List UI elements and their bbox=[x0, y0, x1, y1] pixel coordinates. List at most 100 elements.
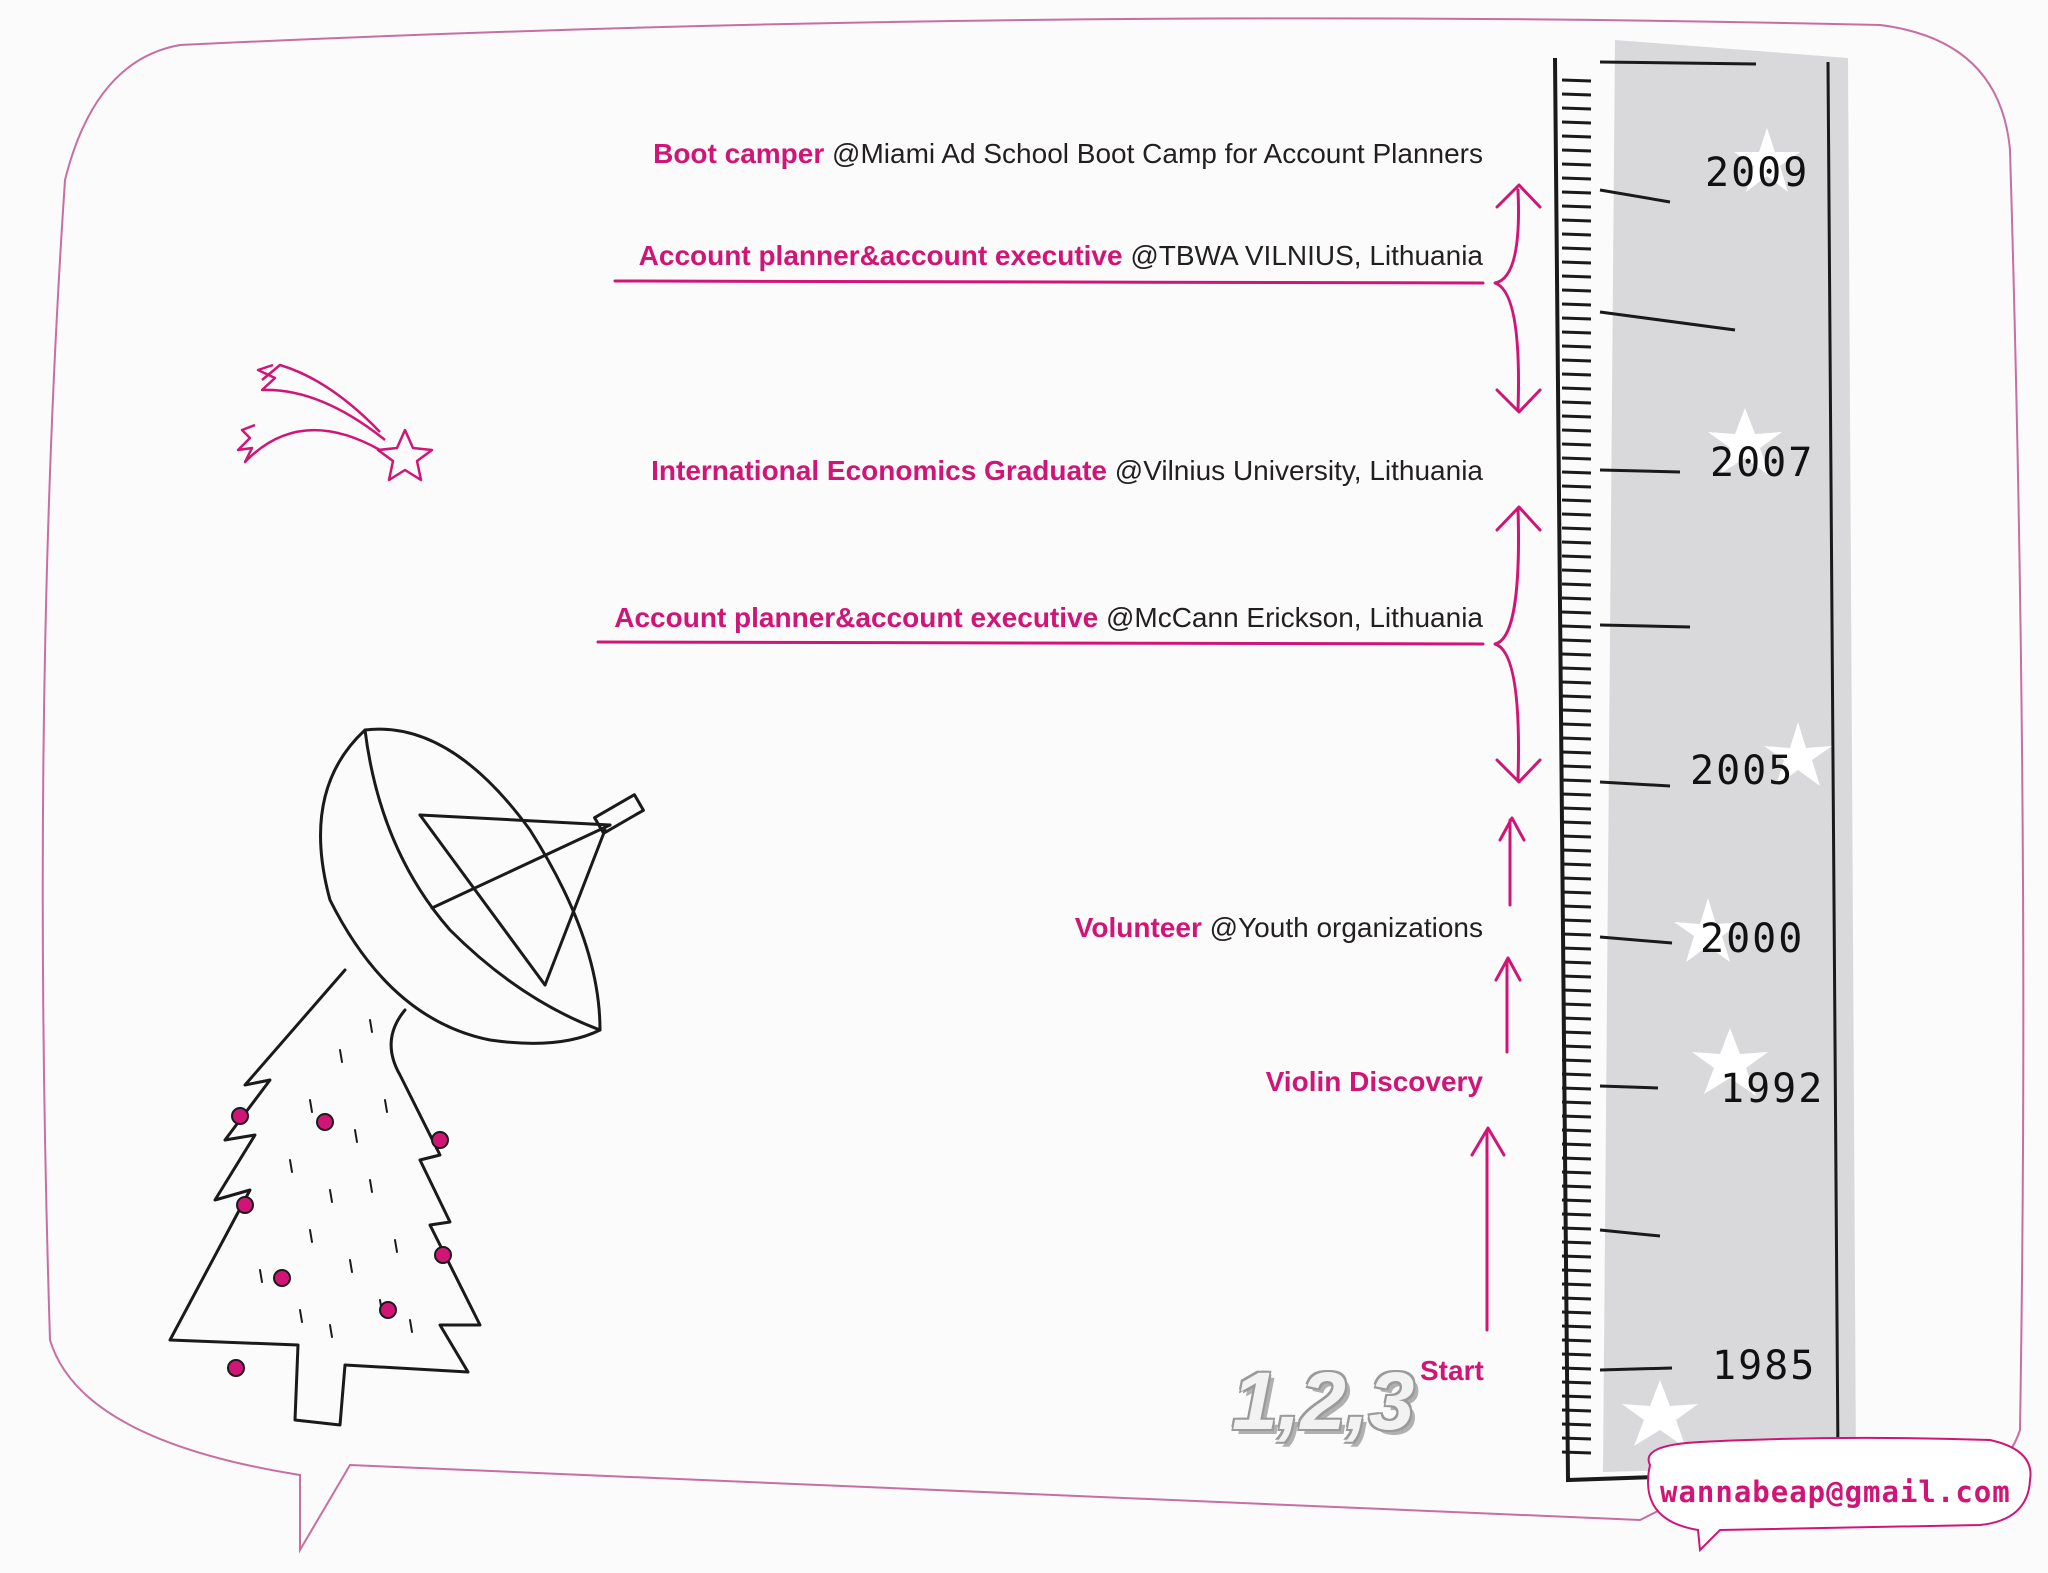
ruler-tick bbox=[1561, 876, 1592, 881]
ruler-tick bbox=[1561, 946, 1592, 951]
ruler-tick bbox=[1561, 1044, 1592, 1049]
ruler-tick bbox=[1561, 442, 1592, 447]
ruler-tick bbox=[1561, 1422, 1592, 1427]
ruler-tick bbox=[1561, 988, 1592, 993]
ruler-tick bbox=[1561, 624, 1592, 629]
ruler-tick bbox=[1561, 106, 1592, 111]
ruler-tick bbox=[1561, 904, 1592, 909]
ruler-tick bbox=[1561, 960, 1592, 965]
entry-org: @Vilnius University, Lithuania bbox=[1106, 455, 1483, 486]
ruler-tick bbox=[1561, 1114, 1592, 1119]
ruler-tick bbox=[1561, 330, 1592, 335]
email-bubble bbox=[1647, 1436, 2032, 1553]
ruler-tick bbox=[1561, 316, 1592, 321]
ruler-tick bbox=[1561, 428, 1592, 433]
ruler-tick bbox=[1561, 1282, 1592, 1287]
ruler-tick bbox=[1561, 540, 1592, 545]
ruler-tick bbox=[1561, 1436, 1592, 1441]
ruler-tick bbox=[1561, 512, 1592, 517]
ruler-tick bbox=[1561, 92, 1592, 97]
speech-bubble-frame bbox=[41, 17, 2025, 1554]
ruler-tick bbox=[1561, 78, 1592, 83]
ruler-tick bbox=[1561, 1226, 1592, 1231]
ruler-tick bbox=[1561, 148, 1592, 153]
ruler bbox=[1553, 40, 1863, 1483]
ruler-tick bbox=[1561, 1002, 1592, 1007]
ruler-tick bbox=[1561, 358, 1592, 363]
ruler-tick bbox=[1561, 120, 1592, 125]
ruler-tick bbox=[1561, 1366, 1592, 1371]
ruler-tick bbox=[1561, 1156, 1592, 1161]
ruler-tick bbox=[1561, 260, 1592, 265]
ruler-tick bbox=[1561, 652, 1592, 657]
entry-org: @TBWA VILNIUS, Lithuania bbox=[1122, 240, 1483, 271]
ruler-tick bbox=[1561, 1310, 1592, 1315]
ruler-tick bbox=[1561, 974, 1592, 979]
ruler-tick bbox=[1561, 176, 1592, 181]
timeline-entry-university: International Economics Graduate @Vilniu… bbox=[651, 455, 1483, 487]
timeline-entry-tbwa: Account planner&account executive @TBWA … bbox=[639, 240, 1483, 272]
ruler-tick bbox=[1561, 806, 1592, 811]
ruler-tick bbox=[1561, 386, 1592, 391]
entry-role: Boot camper bbox=[653, 138, 825, 169]
ruler-tick bbox=[1561, 932, 1592, 937]
ruler-tick bbox=[1561, 820, 1592, 825]
ruler-tick bbox=[1561, 1450, 1592, 1455]
ruler-tick bbox=[1561, 582, 1592, 587]
ruler-tick bbox=[1561, 610, 1592, 615]
ruler-tick bbox=[1561, 1352, 1592, 1357]
ruler-tick bbox=[1561, 1394, 1592, 1399]
ruler-tick bbox=[1561, 568, 1592, 573]
ruler-tick bbox=[1561, 190, 1592, 195]
ruler-tick bbox=[1561, 680, 1592, 685]
ruler-tick bbox=[1561, 1016, 1592, 1021]
satellite-tree-drawing bbox=[168, 727, 645, 1427]
ruler-tick bbox=[1561, 1170, 1592, 1175]
ruler-tick bbox=[1561, 414, 1592, 419]
ruler-tick bbox=[1561, 274, 1592, 279]
entry-role: Account planner&account executive bbox=[614, 602, 1099, 633]
email-link[interactable]: wannabeap@gmail.com bbox=[1660, 1475, 2011, 1509]
entry-role: Violin Discovery bbox=[1265, 1066, 1483, 1097]
ruler-tick bbox=[1561, 1072, 1592, 1077]
ruler-tick bbox=[1561, 1254, 1592, 1259]
ruler-tick bbox=[1561, 162, 1592, 167]
ruler-tick bbox=[1561, 1268, 1592, 1273]
year-label: 2000 bbox=[1700, 916, 1805, 962]
ruler-tick bbox=[1561, 1100, 1592, 1105]
ruler-tick bbox=[1561, 834, 1592, 839]
ruler-tick bbox=[1561, 1212, 1592, 1217]
ruler-tick bbox=[1561, 1058, 1592, 1063]
ruler-tick bbox=[1561, 1338, 1592, 1343]
ruler-tick bbox=[1561, 722, 1592, 727]
ruler-tick bbox=[1561, 456, 1592, 461]
timeline-entry-violin: Violin Discovery bbox=[1266, 1066, 1483, 1098]
ruler-tick bbox=[1561, 1380, 1592, 1385]
entry-org: @Youth organizations bbox=[1201, 912, 1483, 943]
ruler-tick bbox=[1561, 134, 1592, 139]
counter-graphic: 1,2,3 bbox=[1232, 1356, 1415, 1447]
shooting-star-icon bbox=[236, 363, 434, 482]
entry-role: International Economics Graduate bbox=[651, 455, 1107, 486]
tree-ornaments bbox=[227, 1107, 452, 1377]
ruler-tick bbox=[1561, 792, 1592, 797]
ruler-tick bbox=[1561, 372, 1592, 377]
entry-org: @McCann Erickson, Lithuania bbox=[1098, 602, 1483, 633]
entry-role: Account planner&account executive bbox=[638, 240, 1123, 271]
ruler-tick bbox=[1561, 526, 1592, 531]
ruler-tick bbox=[1561, 764, 1592, 769]
ruler-tick bbox=[1561, 1240, 1592, 1245]
year-label: 1985 bbox=[1712, 1343, 1817, 1389]
ruler-tick bbox=[1561, 1408, 1592, 1413]
timeline-entry-bootcamp: Boot camper @Miami Ad School Boot Camp f… bbox=[653, 138, 1483, 170]
ruler-tick bbox=[1561, 288, 1592, 293]
ruler-tick bbox=[1561, 1184, 1592, 1189]
ruler-tick bbox=[1561, 1086, 1592, 1091]
ruler-tick bbox=[1561, 232, 1592, 237]
ruler-tick bbox=[1561, 736, 1592, 741]
ruler-tick bbox=[1561, 302, 1592, 307]
entry-org: @Miami Ad School Boot Camp for Account P… bbox=[824, 138, 1483, 169]
ruler-tick bbox=[1561, 708, 1592, 713]
ruler-tick bbox=[1561, 1296, 1592, 1301]
